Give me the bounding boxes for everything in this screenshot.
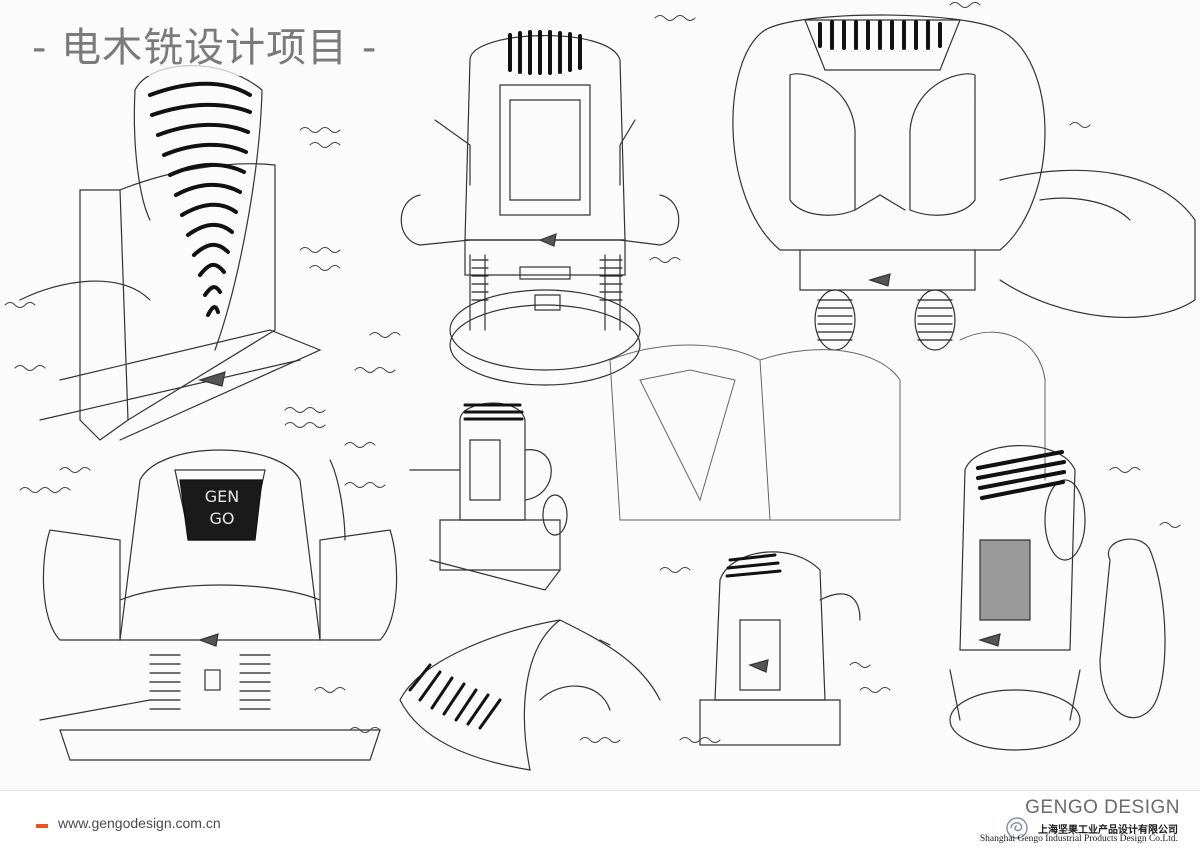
router-sketch-bottom-right xyxy=(949,445,1166,751)
router-sketch-side-view-grille xyxy=(148,81,252,317)
router-sketch-bottom-left-badge xyxy=(179,479,263,541)
website-link[interactable]: www.gengodesign.com.cn xyxy=(58,815,221,831)
page-title: - 电木铣设计项目 - xyxy=(32,22,384,76)
router-sketch-front-view xyxy=(400,35,680,386)
sketch-drawing: GEN GO xyxy=(4,2,1196,771)
router-sketch-top-right-springs xyxy=(817,299,953,341)
router-sketch-front-vent xyxy=(508,30,582,75)
sketch-sheet: GEN GO - 电木铣设计项目 - xyxy=(4,2,1196,771)
router-sketch-side-view xyxy=(19,65,322,441)
swirl-logo-icon xyxy=(1006,817,1028,839)
router-sketch-front-springs xyxy=(471,259,623,301)
company-name-en: Shanghai Gengo Industrial Products Desig… xyxy=(979,834,1178,844)
footer: www.gengodesign.com.cn GENGO DESIGN 上海坚果… xyxy=(0,790,1200,850)
badge-brand-text: GO xyxy=(210,509,235,528)
company-name-cn: 上海坚果工业产品设计有限公司 xyxy=(1038,825,1178,836)
brand-name: GENGO DESIGN xyxy=(1025,797,1180,818)
router-sketch-top-right-vent xyxy=(818,20,942,50)
footer-accent-bar xyxy=(36,824,48,828)
router-sketch-swept-shell xyxy=(399,619,661,771)
router-sketch-isometric-small xyxy=(409,402,568,591)
router-sketch-bottom-right-center xyxy=(699,551,861,746)
router-sketch-top-right xyxy=(732,14,1196,351)
router-sketch-ghost-form xyxy=(609,331,1046,521)
handwritten-notes xyxy=(4,2,1181,743)
router-sketch-bottom-left-springs xyxy=(149,654,271,710)
badge-brand-text: GEN xyxy=(205,487,239,506)
